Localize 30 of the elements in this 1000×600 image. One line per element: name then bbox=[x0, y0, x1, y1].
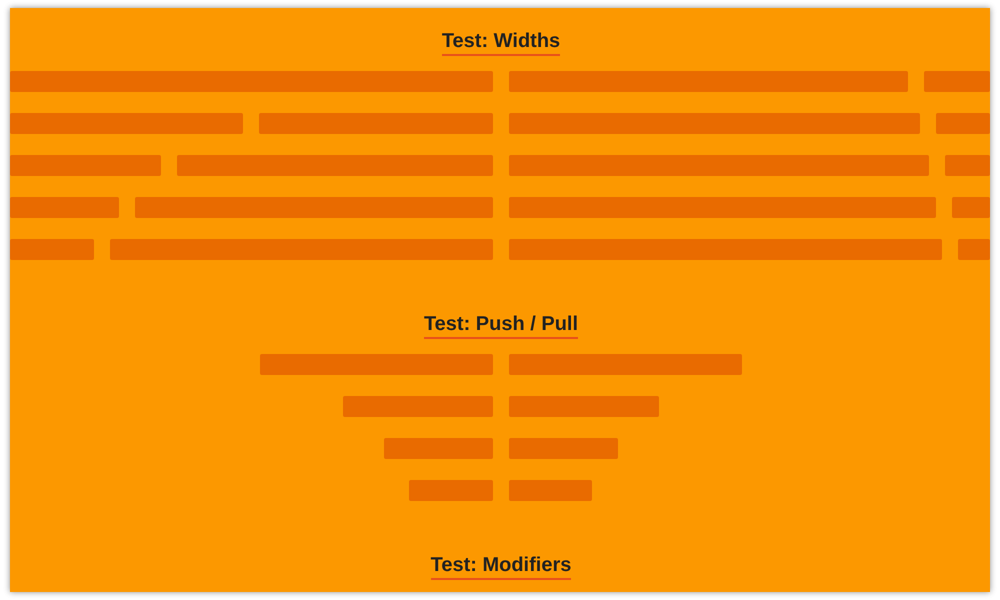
grid-bar bbox=[259, 113, 493, 134]
grid-bar bbox=[509, 480, 592, 501]
grid-bar bbox=[509, 197, 936, 218]
grid-bar bbox=[509, 71, 908, 92]
grid-bar bbox=[110, 239, 493, 260]
section-heading: Test: Push / Pull bbox=[424, 311, 578, 339]
grid-bar bbox=[509, 438, 618, 459]
grid-bar bbox=[384, 438, 493, 459]
grid-bar bbox=[509, 113, 920, 134]
grid-bar bbox=[409, 480, 493, 501]
grid-bar bbox=[924, 71, 990, 92]
grid-bar bbox=[509, 239, 942, 260]
grid-bar bbox=[945, 155, 990, 176]
grid-bar bbox=[10, 71, 493, 92]
section-heading: Test: Widths bbox=[442, 28, 560, 56]
grid-bar bbox=[260, 354, 493, 375]
grid-bar bbox=[135, 197, 493, 218]
grid-bar bbox=[10, 239, 94, 260]
grid-bar bbox=[958, 239, 990, 260]
grid-bar bbox=[509, 155, 929, 176]
grid-bar bbox=[343, 396, 493, 417]
grid-bar bbox=[509, 396, 659, 417]
grid-bar bbox=[10, 197, 119, 218]
grid-bar bbox=[936, 113, 990, 134]
section-heading: Test: Modifiers bbox=[430, 552, 572, 580]
grid-bar bbox=[10, 155, 161, 176]
grid-bar bbox=[952, 197, 990, 218]
grid-bar bbox=[10, 113, 243, 134]
grid-bar bbox=[509, 354, 742, 375]
grid-bar bbox=[177, 155, 493, 176]
